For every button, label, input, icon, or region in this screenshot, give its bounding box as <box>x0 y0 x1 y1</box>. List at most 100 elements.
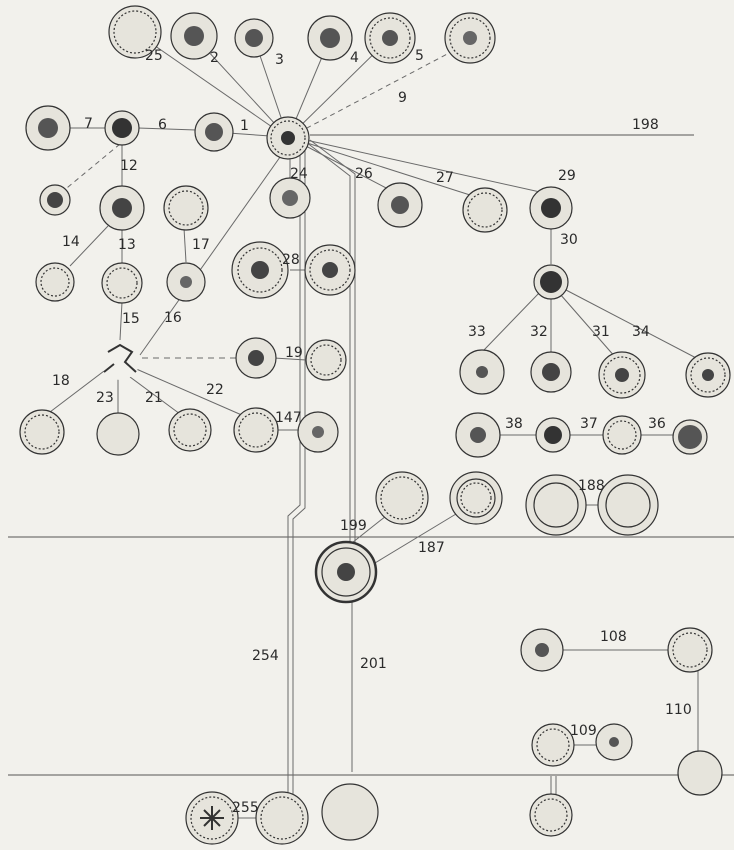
seal-28-b <box>304 244 356 296</box>
seal-17-top <box>163 185 209 231</box>
seal-3 <box>234 18 274 58</box>
edge-main-a <box>305 141 351 548</box>
label-36: 36 <box>648 416 666 432</box>
label-15: 15 <box>122 311 140 327</box>
seal-14 <box>35 262 75 302</box>
edge-16 <box>139 149 286 356</box>
seal-109-a <box>531 723 575 767</box>
edge-25 <box>134 31 289 139</box>
edge-254-b <box>292 148 306 800</box>
edge-labels: 25 2 3 4 5 9 7 6 1 198 12 24 26 27 29 14… <box>52 48 692 816</box>
edge-17 <box>183 227 187 263</box>
seal-12 <box>99 185 145 231</box>
label-147: 147 <box>275 410 302 426</box>
label-13: 13 <box>118 237 136 253</box>
label-37: 37 <box>580 416 598 432</box>
seal-19-a <box>235 337 277 379</box>
label-33: 33 <box>468 324 486 340</box>
label-5: 5 <box>415 48 424 64</box>
seal-main <box>314 540 378 604</box>
edge-19 <box>273 357 307 361</box>
seal-188-b <box>597 474 659 536</box>
label-254: 254 <box>252 648 279 664</box>
seal-37 <box>535 417 571 453</box>
label-38: 38 <box>505 416 523 432</box>
seal-147 <box>297 411 339 453</box>
edge-14 <box>69 225 109 267</box>
seal-187 <box>449 471 503 525</box>
seal-22 <box>233 407 279 453</box>
label-18: 18 <box>52 373 70 389</box>
seal-13 <box>101 262 143 304</box>
seal-19-b <box>305 339 347 381</box>
seal-23 <box>96 412 140 456</box>
seal-36-b <box>672 419 708 455</box>
edge-22 <box>133 367 245 417</box>
seal-25 <box>108 5 162 59</box>
edge-21 <box>125 373 181 415</box>
seal-109-b <box>595 723 633 761</box>
label-25: 25 <box>145 48 163 64</box>
label-21: 21 <box>145 390 163 406</box>
seal-31 <box>598 351 646 399</box>
seal-5 <box>364 12 416 64</box>
seal-1 <box>194 112 234 152</box>
seal-33 <box>459 349 505 395</box>
seal-28-a <box>231 241 289 299</box>
label-255: 255 <box>232 800 259 816</box>
label-34: 34 <box>632 324 650 340</box>
label-14: 14 <box>62 234 80 250</box>
label-30: 30 <box>560 232 578 248</box>
label-7: 7 <box>84 116 93 132</box>
edge-33 <box>483 291 541 351</box>
seal-24 <box>269 177 311 219</box>
label-32: 32 <box>530 324 548 340</box>
edge-31 <box>559 293 617 359</box>
label-9: 9 <box>398 90 407 106</box>
seal-9 <box>444 12 496 64</box>
edge-34 <box>565 289 701 361</box>
seal-17 <box>166 262 206 302</box>
label-199: 199 <box>340 518 367 534</box>
seal-2 <box>170 12 218 60</box>
label-28: 28 <box>282 252 300 268</box>
edge-15 <box>119 301 123 341</box>
seal-38 <box>455 412 501 458</box>
seal-26 <box>377 182 423 228</box>
label-187: 187 <box>418 540 445 556</box>
seal-29 <box>529 186 573 230</box>
edge-9 <box>287 41 471 139</box>
seal-center <box>266 116 310 160</box>
seal-27 <box>462 187 508 233</box>
label-31: 31 <box>592 324 610 340</box>
label-3: 3 <box>275 52 284 68</box>
seal-255-a <box>185 791 239 845</box>
label-109: 109 <box>570 723 597 739</box>
label-24: 24 <box>290 166 308 182</box>
divider-lines <box>8 134 734 776</box>
label-16: 16 <box>164 310 182 326</box>
label-201: 201 <box>360 656 387 672</box>
seals <box>19 5 731 845</box>
connections <box>49 31 701 819</box>
seal-199 <box>375 471 429 525</box>
label-110: 110 <box>665 702 692 718</box>
seal-108-b <box>667 627 713 673</box>
edge-main-b <box>309 139 356 548</box>
label-27: 27 <box>436 170 454 186</box>
label-22: 22 <box>206 382 224 398</box>
label-29: 29 <box>558 168 576 184</box>
seal-6 <box>104 110 140 146</box>
seal-horseman <box>100 340 140 380</box>
seal-201 <box>321 783 379 841</box>
seal-188-a <box>525 474 587 536</box>
seal-7 <box>25 105 71 151</box>
seal-108-a <box>520 628 564 672</box>
label-1: 1 <box>240 118 249 134</box>
seal-small-left <box>39 184 71 216</box>
seal-4 <box>307 15 353 61</box>
edge-27 <box>303 141 471 196</box>
seal-110 <box>677 750 723 796</box>
seal-32 <box>530 351 572 393</box>
